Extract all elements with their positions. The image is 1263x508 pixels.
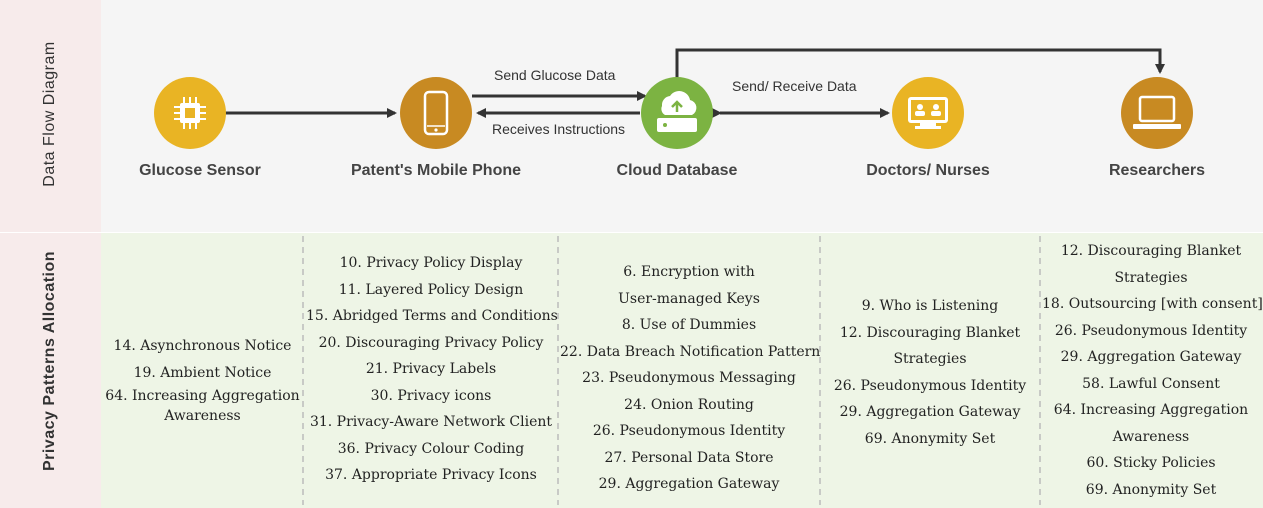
pattern-item: 20. Discouraging Privacy Policy [318, 334, 544, 351]
pattern-item: 10. Privacy Policy Display [339, 255, 523, 271]
pattern-item: 29. Aggregation Gateway [839, 404, 1021, 420]
chip-icon [174, 97, 206, 129]
pattern-item: 24. Onion Routing [624, 396, 754, 413]
pattern-item: 18. Outsourcing [with consent] [1042, 296, 1263, 312]
patterns-column-researchers: 12. Discouraging Blanket Strategies 18. … [1042, 238, 1263, 503]
pattern-item: 29. Aggregation Gateway [1060, 349, 1242, 365]
pattern-item: 64. Increasing Aggregation [105, 388, 300, 404]
pattern-item: 69. Anonymity Set [864, 430, 996, 447]
node-label-cloud-database: Cloud Database [616, 162, 738, 179]
pattern-item: 64. Increasing Aggregation [1053, 402, 1249, 418]
node-cloud-database [641, 77, 713, 149]
row-label-band-top [0, 0, 101, 232]
patterns-column-doctors: 9. Who is Listening 12. Discouraging Bla… [822, 293, 1038, 452]
pattern-item: 26. Pseudonymous Identity [833, 377, 1027, 394]
node-label-mobile-phone: Patent's Mobile Phone [350, 162, 522, 179]
pattern-item: 36. Privacy Colour Coding [337, 440, 525, 457]
pattern-item: 9. Who is Listening [861, 298, 999, 314]
pattern-item: 14. Asynchronous Notice [113, 338, 292, 354]
privacy-patterns-area [101, 233, 1263, 508]
pattern-item: 11. Layered Policy Design [338, 281, 524, 298]
pattern-item: Awareness [1112, 428, 1190, 445]
edge-label-send-receive: Send/ Receive Data [732, 78, 857, 94]
pattern-item: 37. Appropriate Privacy Icons [325, 467, 537, 483]
node-label-researchers: Researchers [1108, 162, 1206, 179]
laptop-icon [1133, 95, 1181, 129]
pattern-item: 27. Personal Data Store [604, 449, 774, 466]
pattern-item: User-managed Keys [618, 290, 760, 307]
node-mobile-phone [400, 77, 472, 149]
pattern-item: 31. Privacy-Aware Network Client [309, 414, 553, 430]
pattern-item: 12. Discouraging Blanket [839, 324, 1021, 341]
edge-cloud-to-researchers [675, 48, 1165, 78]
smartphone-icon [423, 90, 449, 136]
node-label-doctors-nurses: Doctors/ Nurses [866, 162, 990, 179]
pattern-item: 58. Lawful Consent [1082, 375, 1220, 392]
pattern-item: 30. Privacy icons [370, 387, 492, 404]
node-glucose-sensor [154, 77, 226, 149]
pattern-item: 26. Pseudonymous Identity [592, 423, 786, 439]
pattern-item: 22. Data Breach Notification Pattern [560, 343, 821, 360]
pattern-item: 12. Discouraging Blanket [1060, 243, 1242, 259]
pattern-item: 21. Privacy Labels [365, 361, 497, 377]
edge-label-send-glucose: Send Glucose Data [494, 67, 616, 83]
pattern-item: 15. Abridged Terms and Conditions [306, 308, 558, 324]
node-doctors-nurses [892, 77, 964, 149]
pattern-item: Awareness [164, 408, 241, 424]
edge-label-receives-instructions: Receives Instructions [492, 121, 626, 137]
pattern-item: 23. Pseudonymous Messaging [582, 370, 796, 386]
pattern-item: 29. Aggregation Gateway [598, 476, 780, 492]
node-label-glucose-sensor: Glucose Sensor [139, 162, 261, 179]
patterns-column-sensor: 14. Asynchronous Notice 19. Ambient Noti… [105, 333, 300, 426]
pattern-item: 19. Ambient Notice [133, 364, 272, 381]
patterns-column-phone: 10. Privacy Policy Display 11. Layered P… [306, 250, 558, 489]
column-dividers [302, 236, 1041, 505]
pattern-item: 26. Pseudonymous Identity [1054, 322, 1248, 339]
patterns-column-cloud: 6. Encryption with User-managed Keys 8. … [560, 259, 821, 498]
node-researchers [1121, 77, 1193, 149]
pattern-item: 60. Sticky Policies [1086, 455, 1216, 471]
pattern-item: 69. Anonymity Set [1085, 481, 1217, 498]
cloud-upload-icon [657, 91, 697, 132]
pattern-item: Strategies [1114, 269, 1188, 286]
row-label-band-bottom [0, 233, 101, 508]
monitor-users-icon [908, 97, 948, 129]
pattern-item: 6. Encryption with [623, 264, 755, 280]
pattern-item: Strategies [893, 351, 967, 367]
pattern-item: 8. Use of Dummies [621, 317, 757, 333]
